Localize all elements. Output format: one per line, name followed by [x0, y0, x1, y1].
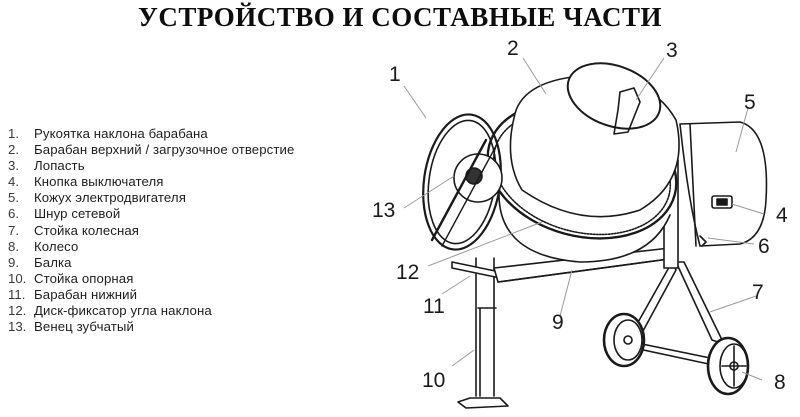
parts-legend: 1. Рукоятка наклона барабана 2. Барабан ве…: [8, 126, 294, 335]
callout-7: 7: [752, 281, 764, 304]
callout-2: 2: [507, 37, 519, 60]
legend-item-number: 2.: [8, 142, 19, 158]
wheel-right: [706, 336, 750, 396]
legend-item: 10. Стойка опорная: [8, 271, 294, 287]
legend-item: 9. Балка: [8, 255, 294, 271]
legend-item: 6. Шнур сетевой: [8, 206, 294, 222]
page-title: УСТРОЙСТВО И СОСТАВНЫЕ ЧАСТИ: [138, 2, 662, 32]
legend-item: 5. Кожух электродвигателя: [8, 190, 294, 206]
legend-item-label: Диск-фиксатор угла наклона: [34, 303, 212, 319]
callout-11: 11: [423, 295, 445, 318]
legend-item-number: 13.: [8, 319, 27, 335]
legend-item-number: 11.: [8, 286, 26, 302]
power-cord: [699, 235, 707, 247]
legend-item-number: 10.: [8, 270, 27, 286]
legend-item-number: 4.: [8, 174, 19, 190]
legend-item-label: Кожух электродвигателя: [34, 190, 186, 206]
legend-item: 13. Венец зубчатый: [8, 319, 294, 335]
legend-item: 4. Кнопка выключателя: [8, 174, 294, 190]
legend-item-number: 7.: [8, 222, 19, 238]
legend-item-number: 6.: [8, 206, 19, 222]
legend-item-number: 5.: [8, 190, 19, 206]
legend-item: 2. Барабан верхний / загрузочное отверсти…: [8, 142, 294, 158]
callout-3: 3: [666, 39, 678, 62]
legend-item-label: Шнур сетевой: [34, 206, 121, 222]
legend-item-label: Рукоятка наклона барабана: [34, 126, 208, 141]
legend-item-label: Стойка колесная: [34, 222, 140, 238]
legend-item-number: 12.: [8, 303, 27, 319]
legend-item-label: Лопасть: [34, 158, 85, 174]
legend-item-number: 8.: [8, 238, 19, 254]
paddle: [613, 87, 641, 135]
legend-item-number: 1.: [8, 126, 19, 141]
callout-1: 1: [389, 63, 401, 86]
callout-5: 5: [744, 91, 756, 114]
legend-item: 3. Лопасть: [8, 158, 294, 174]
loading-opening: [566, 62, 662, 130]
callout-10: 10: [422, 369, 446, 392]
legend-item: 11. Барабан нижний: [8, 287, 294, 303]
callout-4: 4: [776, 204, 788, 227]
legend-item-label: Барабан нижний: [34, 286, 138, 302]
callout-8: 8: [774, 371, 786, 394]
legend-item: 12. Диск-фиксатор угла наклона: [8, 303, 294, 319]
legend-item-label: Стойка опорная: [34, 270, 134, 286]
legend-item-number: 3.: [8, 158, 19, 174]
legend-item-number: 9.: [8, 254, 19, 270]
legend-item-label: Венец зубчатый: [34, 319, 134, 335]
callout-13: 13: [372, 199, 396, 222]
callout-9: 9: [552, 311, 564, 334]
legend-item-label: Колесо: [34, 238, 79, 254]
legend-item-label: Барабан верхний / загрузочное отверстие: [34, 142, 295, 158]
motor-housing: [679, 121, 768, 247]
legend-item: 1. Рукоятка наклона барабана: [8, 126, 294, 142]
leader-lines: [403, 57, 765, 381]
callout-12: 12: [396, 261, 420, 284]
legend-item-label: Кнопка выключателя: [34, 174, 164, 190]
callout-6: 6: [758, 235, 770, 258]
legend-item-label: Балка: [34, 254, 72, 270]
wheel-left: [602, 312, 646, 368]
legend-item: 8. Колесо: [8, 239, 294, 255]
legend-item: 7. Стойка колесная: [8, 223, 294, 239]
support-post: [457, 257, 509, 409]
